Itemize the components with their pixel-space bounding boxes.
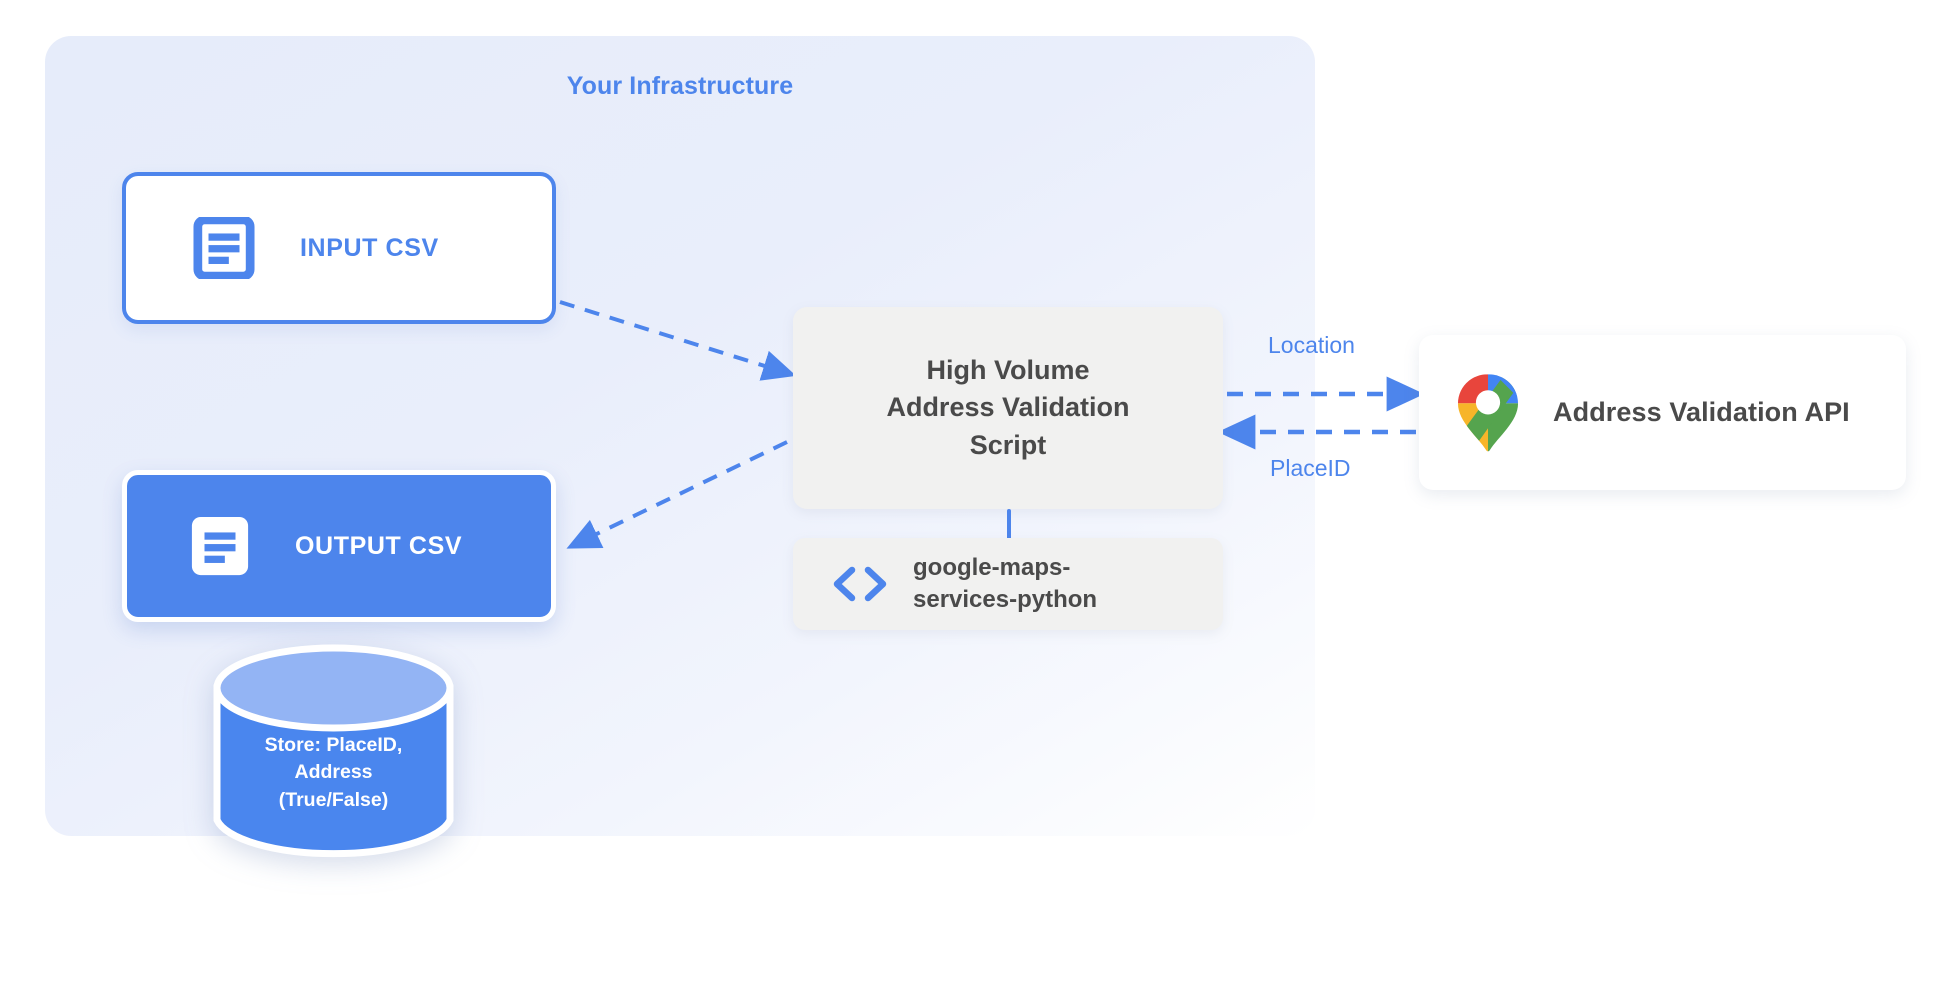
csv-document-icon	[189, 515, 251, 577]
script-line-3: Script	[969, 429, 1047, 460]
library-line-1: google-maps-	[913, 554, 1071, 582]
node-validation-script[interactable]: High Volume Address Validation Script	[793, 307, 1223, 509]
code-brackets-icon	[793, 563, 889, 605]
node-output-csv-label: OUTPUT CSV	[295, 531, 463, 560]
csv-document-icon	[193, 217, 255, 279]
node-input-csv[interactable]: INPUT CSV	[122, 172, 556, 324]
node-address-validation-api-label: Address Validation API	[1553, 397, 1850, 427]
library-line-2: services-python	[913, 586, 1098, 613]
script-line-2: Address Validation	[886, 392, 1130, 423]
infrastructure-title: Your Infrastructure	[566, 72, 794, 100]
google-maps-pin-icon	[1419, 373, 1519, 453]
edge-label-location: Location	[1268, 332, 1355, 358]
node-database[interactable]	[212, 643, 455, 865]
node-output-csv[interactable]: OUTPUT CSV	[122, 470, 556, 622]
script-library-connector	[1007, 509, 1011, 543]
edge-label-placeid: PlaceID	[1270, 455, 1351, 481]
node-client-library[interactable]: google-maps- services-python	[793, 538, 1223, 630]
node-address-validation-api[interactable]: Address Validation API	[1419, 335, 1906, 490]
script-line-1: High Volume	[926, 355, 1090, 386]
node-client-library-label: google-maps- services-python	[913, 552, 1097, 615]
node-input-csv-label: INPUT CSV	[300, 233, 439, 262]
